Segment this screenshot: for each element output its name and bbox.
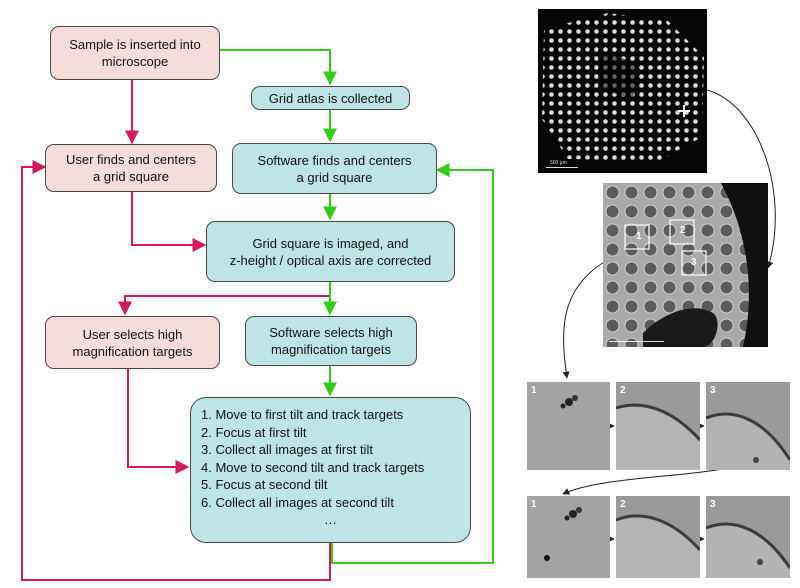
- tilt2-image-1: 1: [527, 496, 610, 578]
- loop-user-back-to-square: [21, 160, 331, 581]
- tilt-steps-box: 1. Move to first tilt and track targets …: [190, 397, 471, 543]
- square-imaged-text: Grid square is imaged, and z-height / op…: [229, 235, 432, 268]
- tilt-step: 4. Move to second tilt and track targets: [201, 459, 425, 475]
- loop-software-back-to-square: [331, 163, 494, 564]
- tilt2-image-2: 2: [616, 496, 700, 578]
- tilt1-image-3: 3: [706, 382, 790, 470]
- tilt-step: 5. Focus at second tilt: [201, 477, 328, 492]
- target-box-2: [669, 219, 695, 245]
- tilt2-image-3: 3: [706, 496, 790, 578]
- software-selects-targets-text: Software selects high magnification targ…: [269, 325, 393, 357]
- target-label-3: 3: [691, 257, 697, 268]
- grid-atlas-text: Grid atlas is collected: [268, 90, 393, 106]
- target-box-3: [681, 250, 707, 276]
- software-selects-targets-box: Software selects high magnification targ…: [245, 316, 417, 366]
- grid-square-image: 1 2 3: [603, 183, 768, 347]
- tilt1-label-2: 2: [620, 385, 626, 396]
- arrow-user-square-to-imaged: [131, 192, 207, 252]
- tilt-steps-list: 1. Move to first tilt and track targets …: [201, 406, 424, 511]
- tilt2-label-1: 1: [531, 499, 537, 510]
- tilt-step: 2. Focus at first tilt: [201, 424, 307, 440]
- target-label-1: 1: [636, 231, 642, 242]
- square-imaged-box: Grid square is imaged, and z-height / op…: [206, 221, 455, 282]
- tilt1-label-3: 3: [710, 385, 716, 396]
- sample-inserted-text: Sample is inserted into microscope: [69, 37, 201, 69]
- target-label-2: 2: [680, 225, 686, 236]
- grid-atlas-image: 500 µm: [538, 9, 707, 173]
- grid-atlas-box: Grid atlas is collected: [251, 86, 410, 110]
- tilt1-image-2: 2: [616, 382, 700, 470]
- tilt1-image-1: 1: [527, 382, 610, 470]
- tilt-step: 3. Collect all images at first tilt: [201, 442, 373, 457]
- atlas-scale-bar: [546, 167, 578, 168]
- tilt-steps-more: …: [324, 512, 337, 527]
- arrow-atlas-to-square-image: [706, 89, 776, 269]
- tilt2-label-3: 3: [710, 499, 716, 510]
- user-selects-targets-text: User selects high magnification targets: [72, 326, 193, 359]
- arrow-sample-to-atlas: [218, 49, 337, 86]
- software-finds-square-box: Software finds and centers a grid square: [232, 143, 437, 194]
- software-finds-square-text: Software finds and centers a grid square: [257, 152, 412, 185]
- arrow-square-image-to-tilt1: [562, 261, 605, 379]
- target-box-1: [624, 224, 650, 250]
- square-scale-bar: [609, 341, 664, 342]
- tilt-step: 6. Collect all images at second tilt: [201, 494, 394, 510]
- arrow-user-targets-to-steps: [127, 369, 190, 474]
- user-finds-square-box: User finds and centers a grid square: [45, 144, 217, 192]
- arrow-imaged-to-user-targets: [118, 282, 331, 316]
- tilt1-label-1: 1: [531, 385, 537, 396]
- atlas-scale-label: 500 µm: [550, 160, 567, 166]
- sample-inserted-box: Sample is inserted into microscope: [50, 26, 220, 80]
- user-selects-targets-box: User selects high magnification targets: [45, 316, 220, 369]
- tilt2-label-2: 2: [620, 499, 626, 510]
- tilt-step: 1. Move to first tilt and track targets: [201, 407, 404, 422]
- user-finds-square-text: User finds and centers a grid square: [65, 152, 197, 184]
